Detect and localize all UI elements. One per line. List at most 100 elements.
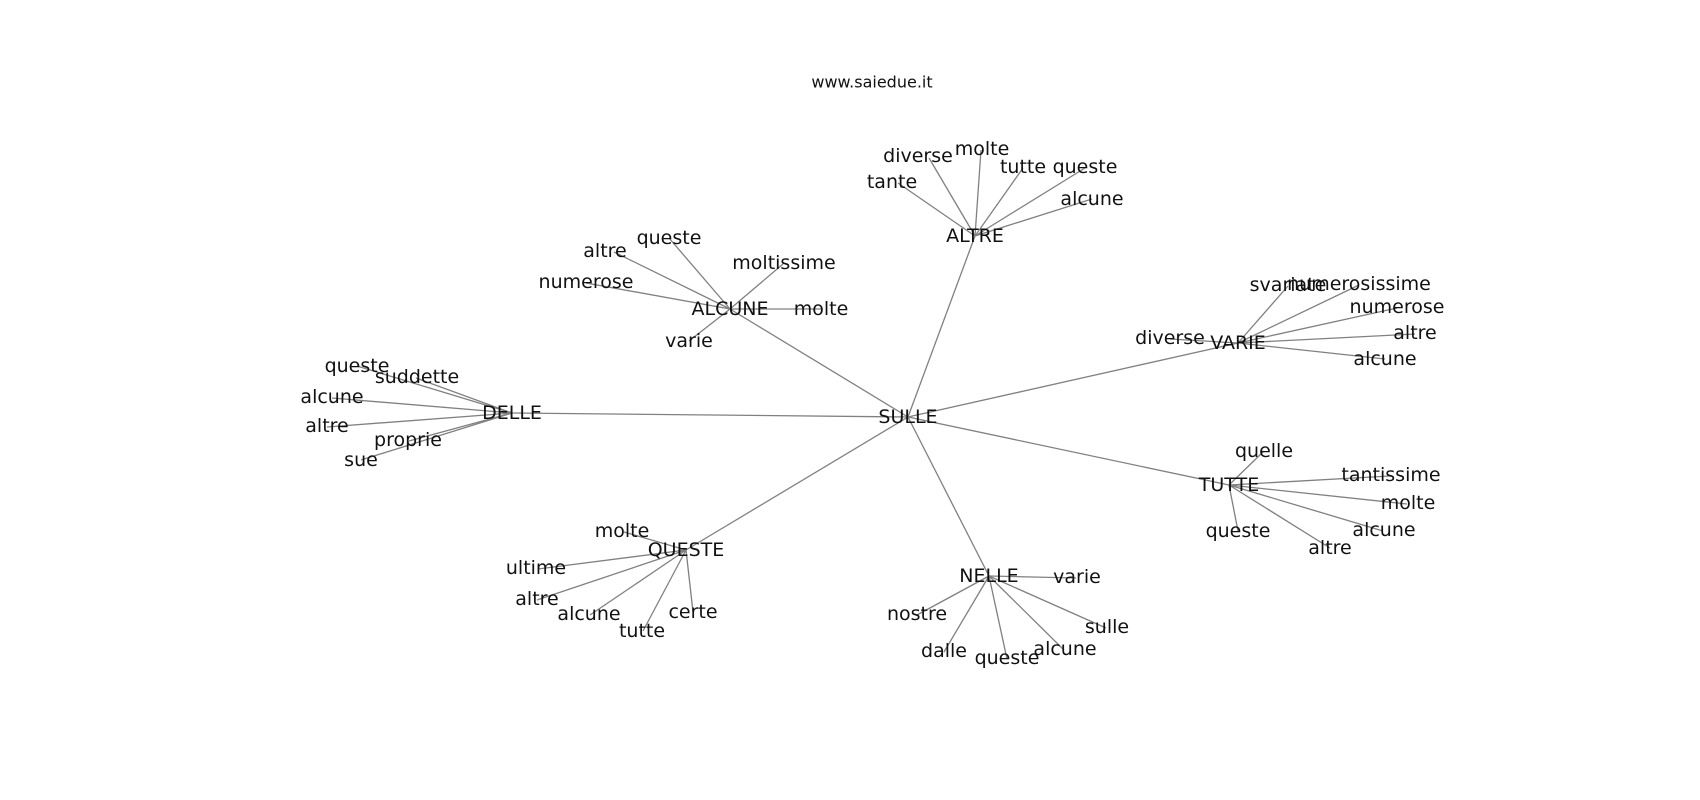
leaf-node-queste-altre: altre bbox=[515, 588, 558, 610]
edge-tutte-tantissime bbox=[1228, 475, 1391, 486]
edge-queste-altre bbox=[536, 549, 687, 601]
edge-sulle-varie bbox=[907, 342, 1239, 418]
hub-node-alcune: ALCUNE bbox=[692, 298, 769, 320]
edge-nelle-sulle bbox=[988, 575, 1107, 629]
leaf-node-alcune-moltissime: moltissime bbox=[732, 252, 835, 274]
edge-nelle-alcune bbox=[988, 575, 1065, 651]
leaf-node-varie-diverse: diverse bbox=[1135, 327, 1205, 349]
leaf-node-delle-sue: sue bbox=[344, 449, 378, 471]
edge-sulle-queste bbox=[685, 416, 909, 551]
edge-tutte-quelle bbox=[1228, 450, 1265, 486]
leaf-node-altre-tutte: tutte bbox=[1000, 156, 1046, 178]
leaf-node-altre-diverse: diverse bbox=[883, 145, 953, 167]
leaf-node-delle-queste: queste bbox=[325, 355, 390, 377]
edge-queste-certe bbox=[685, 549, 694, 613]
hub-node-altre: ALTRE bbox=[946, 225, 1004, 247]
leaf-node-nelle-alcune: alcune bbox=[1033, 638, 1096, 660]
edge-tutte-queste bbox=[1228, 484, 1239, 532]
edge-alcune-moltissime bbox=[729, 263, 784, 310]
leaf-node-alcune-numerose: numerose bbox=[539, 271, 634, 293]
leaf-node-tutte-alcune: alcune bbox=[1352, 519, 1415, 541]
edge-tutte-alcune bbox=[1228, 484, 1384, 532]
edge-altre-molte bbox=[974, 149, 982, 237]
edge-queste-tutte bbox=[642, 549, 687, 632]
edge-varie-svariate bbox=[1237, 285, 1289, 344]
hub-node-nelle: NELLE bbox=[959, 565, 1018, 587]
leaf-node-alcune-molte: molte bbox=[794, 298, 849, 320]
edge-nelle-dalle bbox=[943, 575, 990, 653]
leaf-node-delle-altre: altre bbox=[305, 415, 348, 437]
edge-altre-tante bbox=[897, 182, 976, 237]
edge-altre-alcune bbox=[974, 198, 1093, 237]
edge-varie-numerose bbox=[1237, 307, 1398, 344]
graph-title: www.saiedue.it bbox=[811, 73, 932, 92]
center-node-label: SULLE bbox=[878, 406, 937, 428]
leaf-node-delle-proprie: proprie bbox=[374, 429, 442, 451]
leaf-node-delle-alcune: alcune bbox=[300, 386, 363, 408]
edge-varie-numerosissime bbox=[1237, 284, 1360, 344]
edge-altre-diverse bbox=[928, 157, 976, 237]
edge-sulle-delle bbox=[511, 412, 909, 418]
hub-node-delle: DELLE bbox=[482, 402, 542, 424]
leaf-node-varie-svariate: svariate bbox=[1250, 274, 1327, 296]
edge-alcune-altre bbox=[613, 251, 731, 310]
edge-nelle-varie bbox=[988, 575, 1077, 579]
leaf-node-queste-ultime: ultime bbox=[506, 557, 566, 579]
edge-tutte-altre bbox=[1228, 484, 1331, 549]
edge-altre-queste bbox=[974, 167, 1086, 237]
leaf-node-alcune-varie: varie bbox=[665, 330, 713, 352]
leaf-node-tutte-tantissime: tantissime bbox=[1341, 464, 1440, 486]
edge-delle-suddette bbox=[415, 377, 513, 414]
edge-queste-ultime bbox=[537, 549, 687, 570]
edge-altre-tutte bbox=[974, 167, 1024, 237]
leaf-node-nelle-varie: varie bbox=[1053, 566, 1101, 588]
leaf-node-queste-tutte: tutte bbox=[619, 620, 665, 642]
edge-delle-queste bbox=[356, 365, 513, 414]
edge-delle-alcune bbox=[331, 397, 513, 414]
edge-sulle-tutte bbox=[907, 416, 1230, 486]
leaf-node-altre-molte: molte bbox=[955, 138, 1010, 160]
leaf-node-altre-queste: queste bbox=[1053, 156, 1118, 178]
leaf-node-nelle-queste: queste bbox=[975, 647, 1040, 669]
edge-queste-molte bbox=[623, 531, 687, 551]
hub-node-queste: QUESTE bbox=[648, 539, 725, 561]
leaf-node-varie-alcune: alcune bbox=[1353, 348, 1416, 370]
graph-edges bbox=[326, 149, 1416, 660]
edge-nelle-nostre bbox=[916, 575, 990, 616]
leaf-node-varie-numerosissime: numerosissime bbox=[1287, 273, 1431, 295]
leaf-node-queste-alcune: alcune bbox=[557, 603, 620, 625]
edge-varie-diverse bbox=[1169, 338, 1239, 344]
edge-alcune-queste bbox=[668, 237, 731, 310]
edge-delle-altre bbox=[326, 412, 513, 428]
edge-alcune-varie bbox=[688, 308, 731, 342]
leaf-node-altre-tante: tante bbox=[867, 171, 917, 193]
leaf-node-tutte-altre: altre bbox=[1308, 537, 1351, 559]
edge-sulle-alcune bbox=[729, 308, 909, 418]
leaf-node-varie-altre: altre bbox=[1393, 322, 1436, 344]
leaf-node-nelle-nostre: nostre bbox=[887, 603, 947, 625]
hub-node-tutte: TUTTE bbox=[1198, 474, 1259, 496]
edge-delle-sue bbox=[360, 412, 513, 461]
edge-varie-alcune bbox=[1237, 342, 1386, 360]
leaf-node-queste-molte: molte bbox=[595, 520, 650, 542]
leaf-node-tutte-quelle: quelle bbox=[1235, 440, 1293, 462]
edge-sulle-nelle bbox=[907, 416, 990, 577]
leaf-node-tutte-molte: molte bbox=[1381, 492, 1436, 514]
leaf-node-tutte-queste: queste bbox=[1206, 520, 1271, 542]
leaf-node-delle-suddette: suddette bbox=[375, 366, 459, 388]
leaf-node-altre-alcune: alcune bbox=[1060, 188, 1123, 210]
hub-node-varie: VARIE bbox=[1210, 332, 1266, 354]
leaf-node-varie-numerose: numerose bbox=[1350, 296, 1445, 318]
edge-tutte-molte bbox=[1228, 484, 1408, 505]
edge-varie-altre bbox=[1237, 333, 1416, 344]
leaf-node-nelle-sulle: sulle bbox=[1085, 616, 1129, 638]
leaf-node-alcune-queste: queste bbox=[637, 227, 702, 249]
edge-sulle-altre bbox=[907, 235, 976, 418]
leaf-node-nelle-dalle: dalle bbox=[921, 640, 967, 662]
leaf-node-alcune-altre: altre bbox=[583, 240, 626, 262]
edge-alcune-numerose bbox=[585, 282, 731, 310]
edge-queste-alcune bbox=[589, 549, 687, 616]
edge-nelle-queste bbox=[988, 575, 1008, 660]
